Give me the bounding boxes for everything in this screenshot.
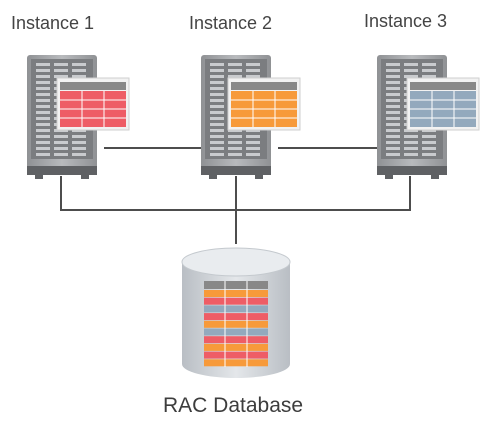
table-3-icon [406,77,480,131]
database-stripe [204,320,268,328]
database-stripe [204,305,268,313]
table-3-grid [410,91,476,127]
table-2-header [231,82,297,90]
database-stripe [204,290,268,297]
database-table-stripes [204,290,268,367]
database-table-grid [224,281,248,367]
table-1-icon [56,77,130,131]
instance-2-label: Instance 2 [189,13,273,33]
database-stripe [204,328,268,336]
table-3-header [410,82,476,90]
database-label: RAC Database [163,394,304,417]
table-2-grid [231,91,297,127]
table-2-icon [227,77,301,131]
database-stripe [204,313,268,321]
instance-1-label: Instance 1 [11,13,95,33]
instance-3-label: Instance 3 [364,11,448,31]
interconnect-lines [60,147,411,244]
database-cylinder [181,247,291,378]
database-stripe [204,343,268,351]
table-1-header [60,82,126,90]
database-stripe [204,336,268,344]
table-1-grid [60,91,126,127]
database-table-header [204,281,268,289]
database-stripe [204,351,268,359]
database-stripe [204,359,268,367]
database-stripe [204,297,268,305]
